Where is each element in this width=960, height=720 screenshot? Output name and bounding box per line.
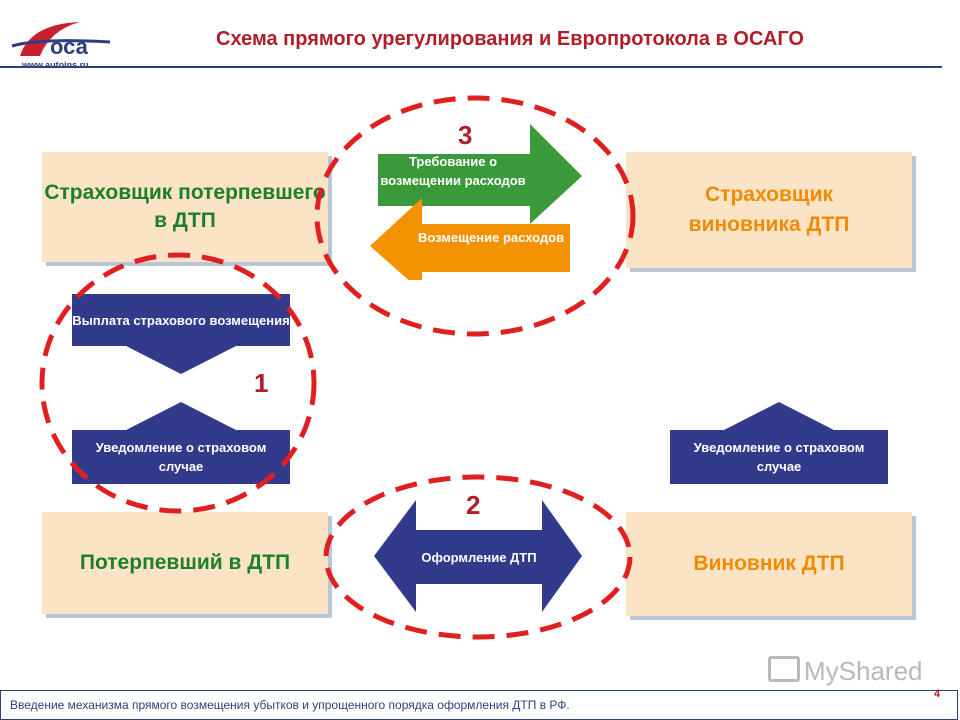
victim-insurer-label: Страховщик потерпевшего в ДТП: [44, 181, 326, 232]
watermark: MyShared: [768, 656, 923, 687]
notice-right-box: Уведомление о страховом случае: [670, 430, 888, 484]
registration-label: Оформление ДТП: [421, 550, 537, 565]
culprit-box: Виновник ДТП: [626, 512, 912, 616]
step3-arrows: [370, 124, 582, 280]
page-title: Схема прямого урегулирования и Европрото…: [216, 28, 804, 50]
culprit-insurer-box: Страховщик виновника ДТП: [626, 152, 912, 268]
watermark-icon: [768, 656, 800, 682]
step-number-3: 3: [458, 120, 473, 150]
payment-label: Выплата страхового возмещения: [72, 312, 290, 328]
culprit-label: Виновник ДТП: [693, 552, 845, 575]
footer-text: Введение механизма прямого возмещения уб…: [10, 698, 570, 712]
page-number: 4: [934, 688, 941, 700]
notice-left-box: Уведомление о страховом случае: [72, 430, 290, 484]
up-arrow-right-icon: [724, 402, 834, 430]
watermark-text: MyShared: [804, 656, 923, 686]
victim-insurer-box: Страховщик потерпевшего в ДТП: [42, 152, 328, 262]
step-number-1: 1: [254, 368, 269, 398]
victim-label: Потерпевший в ДТП: [79, 551, 291, 574]
notice-right-label: Уведомление о страховом случае: [693, 440, 865, 474]
footer-bar: [0, 690, 958, 720]
logo-swoosh-icon: [20, 22, 80, 56]
logo-url: www.autoins.ru: [22, 60, 89, 70]
autoins-logo: оса: [11, 22, 111, 59]
payment-arrow-box: Выплата страхового возмещения: [72, 294, 290, 346]
claim-label: Требование о возмещении расходов: [380, 154, 526, 188]
header-divider: [0, 66, 942, 68]
step-number-2: 2: [466, 490, 481, 520]
notice-left-label: Уведомление о страховом случае: [95, 440, 267, 474]
down-arrow-icon: [126, 346, 236, 374]
up-arrow-icon: [126, 402, 236, 430]
reimbursement-label: Возмещение расходов: [417, 230, 565, 245]
victim-box: Потерпевший в ДТП: [42, 512, 328, 614]
culprit-insurer-label: Страховщик виновника ДТП: [688, 183, 850, 236]
logo-text: оса: [50, 34, 89, 59]
